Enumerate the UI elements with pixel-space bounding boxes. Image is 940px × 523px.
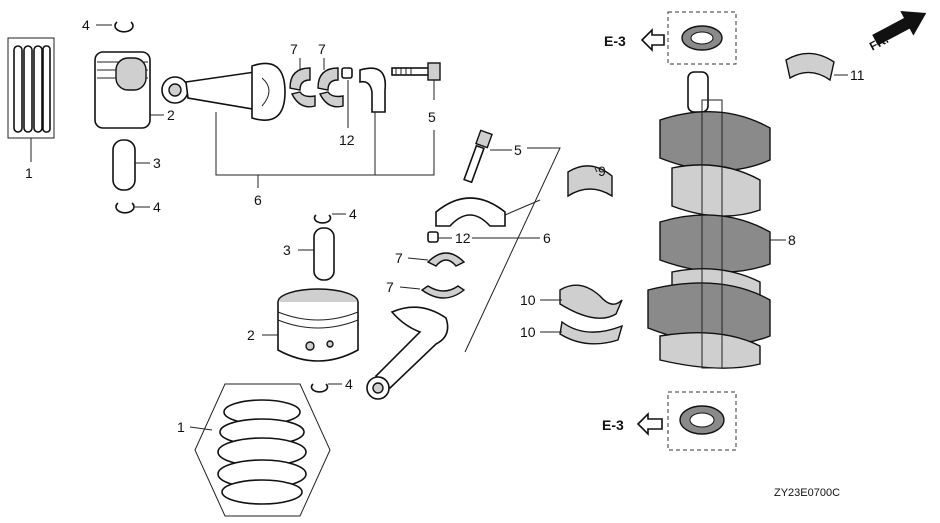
piston-pin-clip-middle — [313, 214, 332, 224]
ref-arrow-top — [640, 28, 665, 52]
ref-label-e3-bottom: E-3 — [602, 417, 624, 433]
connecting-rod-middle — [366, 306, 449, 400]
callout-4-middle: 4 — [349, 206, 357, 222]
oil-seal-top-frame — [667, 11, 737, 65]
conrod-cap-top — [359, 67, 387, 113]
callout-3-middle: 3 — [283, 242, 291, 258]
conrod-bearing-middle-upper — [426, 252, 466, 267]
piston-pin-middle — [313, 227, 335, 281]
conrod-bolt-top — [391, 62, 441, 100]
callout-5-middle: 5 — [514, 142, 522, 158]
callout-7-middle-a: 7 — [395, 250, 403, 266]
callout-4-bottom: 4 — [345, 376, 353, 392]
dowel-pin-top — [341, 67, 353, 79]
piston-pin-clip-bottom — [310, 383, 329, 393]
callout-2-top: 2 — [167, 107, 175, 123]
diagram-code: ZY23E0700C — [774, 487, 840, 499]
thrust-bearing-10-lower — [559, 320, 624, 345]
callout-2-middle: 2 — [247, 327, 255, 343]
callout-8: 8 — [788, 232, 796, 248]
callout-6-top: 6 — [254, 192, 262, 208]
piston-top — [94, 51, 164, 129]
piston-pin-clip-top — [114, 21, 134, 33]
callout-10-upper: 10 — [520, 292, 536, 308]
conrod-bearing-upper-2 — [317, 67, 339, 91]
callout-3-top: 3 — [153, 155, 161, 171]
conrod-cap-middle — [435, 197, 506, 227]
piston-ring-set-top — [7, 37, 55, 162]
piston-pin-top — [112, 139, 136, 191]
callout-9: 9 — [598, 163, 606, 179]
conrod-bearing-lower-1 — [290, 91, 316, 108]
main-bearing-11 — [785, 52, 835, 82]
bracket-line-6-top — [215, 112, 435, 176]
crankshaft — [647, 71, 771, 369]
connecting-rod-top — [161, 62, 286, 121]
callout-12-top: 12 — [339, 132, 355, 148]
callout-11: 11 — [850, 67, 865, 83]
callout-7-middle-b: 7 — [386, 279, 394, 295]
callout-10-lower: 10 — [520, 324, 536, 340]
conrod-bearing-upper-1 — [289, 67, 311, 91]
thrust-bearing-10-upper — [559, 284, 623, 319]
main-bearing-9 — [567, 165, 613, 198]
callout-7-top-b: 7 — [318, 41, 326, 57]
callout-7-top-a: 7 — [290, 41, 298, 57]
callout-4-top: 4 — [82, 17, 90, 33]
callout-1-bottom: 1 — [177, 419, 185, 435]
callout-4-lower: 4 — [153, 199, 161, 215]
callout-1-top: 1 — [25, 165, 33, 181]
conrod-bearing-middle-lower — [420, 285, 466, 299]
ref-arrow-bottom — [636, 412, 663, 436]
front-arrow-icon — [872, 10, 927, 46]
conrod-bearing-lower-2 — [318, 91, 344, 108]
callout-12-middle: 12 — [455, 230, 471, 246]
ref-label-e3-top: E-3 — [604, 33, 626, 49]
dowel-pin-middle — [427, 231, 439, 243]
callout-5-top: 5 — [428, 109, 436, 125]
piston-pin-clip-lower — [115, 202, 135, 214]
callout-6-middle: 6 — [543, 230, 551, 246]
conrod-bolt-middle — [463, 129, 493, 184]
piston-ring-set-bottom — [194, 383, 331, 517]
piston-middle — [277, 288, 359, 362]
bracket-line-6-middle — [464, 147, 561, 353]
